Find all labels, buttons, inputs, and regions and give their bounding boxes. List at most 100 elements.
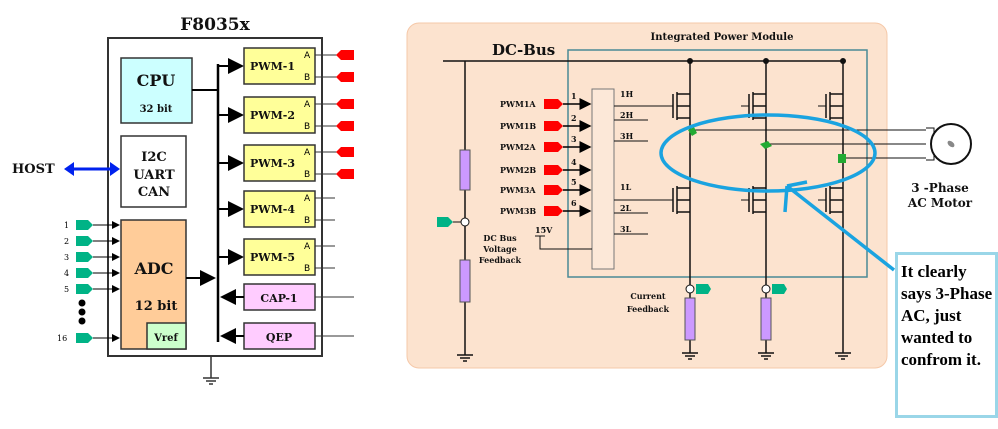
- vfb-connector: [437, 217, 453, 227]
- power-module-box: [567, 49, 868, 278]
- resistor: [459, 259, 471, 303]
- ground-icon: [835, 345, 851, 360]
- adc-sub: 12 bit: [135, 299, 178, 314]
- dc-bus-label: DC-Bus: [492, 41, 555, 59]
- motor-label: 3 -Phase: [911, 181, 969, 195]
- vref-label: Vref: [153, 333, 178, 344]
- adc-input-connector: [76, 268, 93, 278]
- comm-can: CAN: [138, 185, 170, 200]
- pwm-output-connector: [336, 99, 354, 109]
- pin-number: 4: [571, 157, 577, 167]
- current-feedback-connector: [772, 284, 787, 294]
- adc-input-connector: [76, 252, 93, 262]
- circle: [763, 58, 769, 64]
- pwm-input-connector: [544, 142, 563, 152]
- adc-label: ADC: [133, 259, 173, 278]
- pwm-label: PWM-5: [250, 251, 295, 264]
- pwm-block: [243, 144, 316, 182]
- pwm-label: PWM-1: [250, 60, 295, 73]
- pin-b: B: [304, 170, 310, 180]
- marker-dots: [688, 127, 846, 163]
- pin-a: A: [304, 100, 311, 110]
- pwm-input-connector: [544, 165, 563, 175]
- pwm-input-label: PWM1A: [500, 99, 536, 109]
- pin-a: A: [304, 148, 311, 158]
- host-label: HOST: [12, 162, 55, 177]
- pin-number: 3: [571, 134, 577, 144]
- pwm-block: [243, 96, 316, 134]
- vfb-line: DC Bus: [483, 233, 517, 243]
- pin-number: 1: [571, 91, 577, 101]
- pin-number: 6: [571, 198, 577, 208]
- driver-output-label: 1L: [620, 182, 632, 192]
- pwm-block: [243, 47, 316, 85]
- pwm-label: PWM-4: [250, 203, 295, 216]
- vfb-line: Voltage: [482, 244, 516, 254]
- adc-input-connector: [76, 236, 93, 246]
- pwm-output-connector: [336, 50, 354, 60]
- pwm-input-label: PWM3A: [500, 185, 536, 195]
- pwm-output-connector: [336, 72, 354, 82]
- chip-title: F8035x: [180, 15, 250, 35]
- cpu-block: [120, 57, 193, 124]
- pin-a: A: [304, 194, 311, 204]
- comm-uart: UART: [133, 168, 175, 183]
- pin-b: B: [304, 73, 310, 83]
- pwm-input-label: PWM1B: [500, 121, 536, 131]
- comm-i2c: I2C: [141, 150, 166, 165]
- pwm-output-connector: [336, 169, 354, 179]
- adc-input-connector: [76, 220, 93, 230]
- pin-number: 2: [571, 113, 577, 123]
- adc-input-number: 16: [57, 334, 67, 343]
- pwm-block: [243, 190, 316, 228]
- motor-label: AC Motor: [907, 196, 973, 210]
- v15-label: 15V: [535, 225, 553, 235]
- cfb-line: Current: [630, 291, 666, 301]
- circle: [687, 58, 693, 64]
- power-panel: [406, 22, 888, 369]
- pwm-label: PWM-3: [250, 157, 295, 170]
- adc-input-number: 3: [64, 253, 69, 262]
- driver-output-label: 3H: [620, 131, 634, 141]
- pwm-input-connector: [544, 121, 563, 131]
- current-feedback-connector: [696, 284, 711, 294]
- pin-b: B: [304, 216, 310, 226]
- pin-a: A: [304, 51, 311, 61]
- pin-b: B: [304, 122, 310, 132]
- pwm-output-connector: [336, 121, 354, 131]
- ground-icon: [758, 345, 774, 360]
- highlight-ellipse: [659, 113, 877, 193]
- circle: [761, 284, 771, 294]
- adc-input-number: 5: [64, 285, 69, 294]
- pwm-input-connector: [544, 206, 563, 216]
- cpu-sub: 32 bit: [140, 104, 173, 115]
- pin-b: B: [304, 264, 310, 274]
- ground-icon: [682, 345, 698, 360]
- adc-input-connector: [76, 333, 93, 343]
- cpu-label: CPU: [137, 71, 176, 90]
- ground-icon: [203, 356, 219, 385]
- annotation-note: It clearly says 3-Phase AC, just wanted …: [895, 252, 998, 418]
- vref-block: [146, 322, 187, 350]
- pin-number: 5: [571, 177, 577, 187]
- module-title: Integrated Power Module: [651, 32, 794, 43]
- pwm-block: [243, 238, 316, 276]
- resistor: [760, 297, 772, 341]
- adc-input-number: 4: [64, 269, 69, 278]
- adc-input-connector: [76, 284, 93, 294]
- pwm-output-connector: [336, 147, 354, 157]
- resistor: [459, 149, 471, 191]
- resistor: [684, 297, 696, 341]
- gate-driver: [591, 88, 615, 270]
- qep-label: QEP: [266, 331, 292, 344]
- pwm-label: PWM-2: [250, 109, 295, 122]
- pwm-input-label: PWM2A: [500, 142, 536, 152]
- pin-a: A: [304, 242, 311, 252]
- driver-output-label: 1H: [620, 89, 634, 99]
- circle: [685, 284, 695, 294]
- cfb-line: Feedback: [627, 304, 670, 314]
